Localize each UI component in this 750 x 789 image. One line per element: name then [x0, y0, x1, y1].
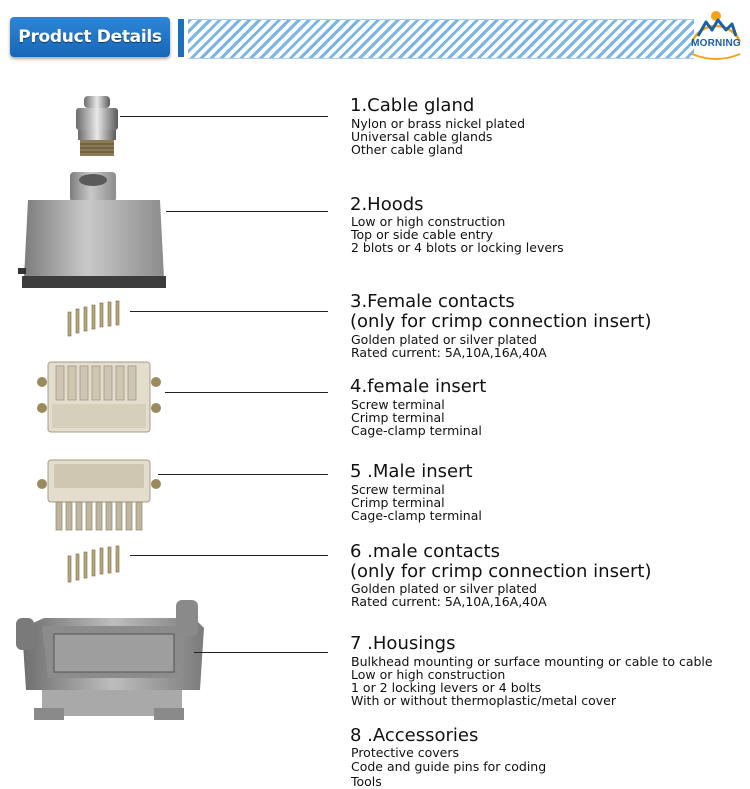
item-title: 1.Cable gland — [350, 95, 475, 116]
item-desc-line: Low or high construction — [351, 214, 506, 229]
female-insert-icon — [37, 361, 161, 433]
header-bar: Product Details MORNING — [0, 0, 750, 70]
item-desc-line: Crimp terminal — [351, 410, 445, 425]
item-desc-line: Golden plated or silver plated — [351, 581, 537, 596]
item-title: 8 .Accessories — [350, 725, 479, 746]
item-desc-line: Low or high construction — [351, 667, 506, 682]
item-desc-line: Screw terminal — [351, 482, 445, 497]
pointer-line — [130, 555, 328, 556]
item-title: 6 .male contacts — [350, 541, 500, 562]
item-desc-line: With or without thermoplastic/metal cove… — [351, 693, 616, 708]
item-title: 2.Hoods — [350, 194, 424, 215]
housing-icon — [16, 600, 204, 720]
logo-emblem-icon — [690, 11, 742, 60]
pointer-line — [165, 392, 328, 393]
item-desc-line: Rated current: 5A,10A,16A,40A — [351, 594, 547, 609]
item-title: 3.Female contacts — [350, 291, 515, 312]
product-details-banner: Product Details — [10, 17, 170, 57]
cable-gland-icon — [76, 96, 118, 156]
item-desc-line: 1 or 2 locking levers or 4 bolts — [351, 680, 542, 695]
male-contacts-icon — [67, 545, 120, 583]
hood-icon — [18, 172, 166, 288]
female-contacts-icon — [67, 300, 120, 337]
header-stripe-band — [188, 19, 694, 59]
pointer-line — [130, 311, 328, 312]
pointer-line — [194, 652, 328, 653]
item-desc-line: Nylon or brass nickel plated — [351, 116, 526, 131]
item-desc-line: Rated current: 5A,10A,16A,40A — [351, 345, 547, 360]
item-desc-line: 2 blots or 4 blots or locking levers — [351, 240, 564, 255]
item-desc-line: Tools — [351, 774, 382, 789]
item-title: 4.female insert — [350, 376, 487, 397]
male-insert-icon — [37, 459, 161, 531]
item-desc-line: Code and guide pins for coding — [351, 759, 547, 774]
pointer-line — [166, 211, 328, 212]
header-divider — [178, 19, 184, 57]
item-desc-line: Bulkhead mounting or surface mounting or… — [351, 654, 713, 669]
morning-logo: MORNING — [684, 2, 748, 68]
item-title: 5 .Male insert — [350, 461, 473, 482]
item-desc-line: Golden plated or silver plated — [351, 332, 537, 347]
item-desc-line: Protective covers — [351, 745, 459, 760]
item-desc-line: Screw terminal — [351, 397, 445, 412]
logo-text: MORNING — [691, 38, 741, 49]
pointer-line — [158, 474, 328, 475]
item-title: 7 .Housings — [350, 633, 456, 654]
item-desc-line: Cage-clamp terminal — [351, 508, 482, 523]
pointer-line — [120, 116, 328, 117]
item-desc-line: Other cable gland — [351, 142, 463, 157]
item-title-sub: (only for crimp connection insert) — [350, 561, 652, 582]
item-title-sub: (only for crimp connection insert) — [350, 311, 652, 332]
item-desc-line: Universal cable glands — [351, 129, 493, 144]
item-desc-line: Cage-clamp terminal — [351, 423, 482, 438]
item-desc-line: Top or side cable entry — [351, 227, 494, 242]
item-desc-line: Crimp terminal — [351, 495, 445, 510]
